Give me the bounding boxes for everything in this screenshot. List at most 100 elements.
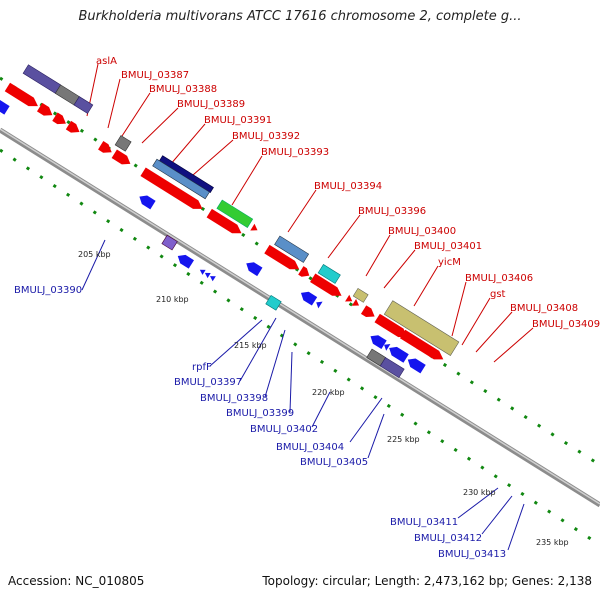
cog-block-cyan: [317, 264, 341, 284]
backbone-ring-highlight: [0, 128, 600, 505]
leader-line: [461, 297, 491, 346]
cds-reverse-arrow: [300, 291, 318, 306]
scale-label: 210 kbp: [156, 295, 189, 304]
cds-reverse-arrow: [177, 254, 194, 269]
forward-gene-label: BMULJ_03394: [314, 181, 382, 192]
cds-reverse-arrow: [204, 272, 211, 279]
leader-line: [107, 78, 121, 129]
cog-block-olive: [383, 300, 460, 356]
reverse-gene-label: BMULJ_03411: [390, 517, 458, 528]
cds-forward-arrow: [140, 167, 203, 209]
cog-block-gray: [114, 135, 132, 152]
cds-forward-arrow: [374, 313, 407, 338]
cds-forward-arrow: [36, 102, 53, 116]
accession-text: Accession: NC_010805: [8, 574, 145, 588]
cog-block-cyan: [265, 294, 282, 311]
cog-block-olive: [352, 287, 369, 303]
leader-line: [349, 397, 383, 443]
cds-forward-arrow: [98, 141, 112, 153]
forward-gene-label: BMULJ_03396: [358, 206, 426, 217]
leader-line: [383, 249, 416, 289]
cds-reverse-arrow: [407, 358, 426, 374]
leader-line: [169, 123, 206, 166]
cds-forward-arrow: [111, 149, 131, 165]
leader-line: [192, 139, 234, 176]
reverse-gene-label: BMULJ_03398: [200, 393, 268, 404]
scale-label: 230 kbp: [463, 488, 496, 497]
leader-line: [365, 234, 391, 277]
cog-block-violet: [161, 234, 178, 251]
leader-line: [287, 189, 317, 233]
cds-forward-arrow: [345, 294, 353, 302]
cds-reverse-arrow: [246, 262, 263, 277]
cds-forward-arrow: [399, 329, 444, 360]
reverse-gene-label: BMULJ_03399: [226, 408, 294, 419]
leader-line: [327, 214, 361, 259]
cds-reverse-arrow: [316, 301, 323, 309]
cds-reverse-arrow: [389, 346, 409, 363]
leader-line: [289, 351, 293, 413]
leader-line: [475, 311, 513, 353]
cds-forward-arrow: [310, 273, 342, 296]
cds-reverse-arrow: [370, 335, 387, 350]
leader-line: [264, 329, 286, 398]
forward-gene-label: aslA: [96, 56, 117, 67]
cog-block-steelblue: [274, 235, 310, 263]
forward-gene-label: BMULJ_03388: [149, 84, 217, 95]
forward-gene-label: BMULJ_03389: [177, 99, 245, 110]
reverse-gene-label: BMULJ_03397: [174, 377, 242, 388]
cog-block-slate: [379, 357, 405, 379]
cds-forward-arrow: [4, 82, 38, 107]
leader-line: [493, 327, 534, 363]
map-title: Burkholderia multivorans ATCC 17616 chro…: [78, 9, 522, 24]
cds-reverse-arrow: [210, 276, 216, 282]
leader-line: [451, 281, 467, 337]
cds-forward-arrow: [206, 208, 242, 234]
scale-label: 235 kbp: [536, 538, 569, 547]
forward-gene-label: BMULJ_03392: [232, 131, 300, 142]
forward-gene-label: gst: [490, 289, 506, 300]
reverse-gene-label: BMULJ_03405: [300, 457, 368, 468]
cds-reverse-arrow: [384, 344, 391, 351]
scale-label: 220 kbp: [312, 388, 345, 397]
reverse-gene-label: BMULJ_03413: [438, 549, 506, 560]
backbone-ring: [0, 127, 600, 508]
forward-gene-label: BMULJ_03400: [388, 226, 456, 237]
forward-gene-label: BMULJ_03393: [261, 147, 329, 158]
scale-label: 205 kbp: [78, 250, 111, 259]
cds-forward-arrow: [360, 305, 375, 317]
cds-forward-arrow: [264, 244, 300, 270]
leader-line: [367, 413, 385, 459]
reverse-gene-label: BMULJ_03412: [414, 533, 482, 544]
leader-line: [413, 265, 439, 307]
cds-forward-arrow: [65, 120, 80, 133]
reverse-gene-label: BMULJ_03390: [14, 285, 82, 296]
leader-line: [121, 92, 151, 137]
cds-reverse-arrow: [0, 95, 10, 115]
leader-line: [457, 487, 499, 519]
cds-reverse-arrow: [199, 269, 206, 275]
reverse-gene-label: BMULJ_03404: [276, 442, 344, 453]
reverse-gene-label: rpfF: [192, 362, 212, 373]
cog-block-steelblue: [152, 158, 210, 200]
genome-stats-text: Topology: circular; Length: 2,473,162 bp…: [262, 574, 592, 588]
cds-forward-arrow: [52, 112, 66, 125]
leader-line: [81, 239, 106, 291]
cog-block-green: [216, 199, 254, 228]
cds-reverse-arrow: [139, 195, 156, 210]
scale-label: 215 kbp: [234, 341, 267, 350]
leader-line: [239, 317, 277, 382]
scale-label: 225 kbp: [387, 435, 420, 444]
reverse-gene-label: BMULJ_03402: [250, 424, 318, 435]
forward-gene-label: BMULJ_03401: [414, 241, 482, 252]
cds-forward-arrow: [250, 223, 258, 231]
cog-block-slate: [73, 96, 94, 114]
leader-line: [231, 155, 263, 206]
forward-gene-label: yicM: [438, 257, 461, 268]
leader-line: [141, 107, 179, 144]
forward-gene-label: BMULJ_03409: [532, 319, 600, 330]
leader-line: [481, 495, 513, 535]
leader-line: [209, 319, 263, 367]
